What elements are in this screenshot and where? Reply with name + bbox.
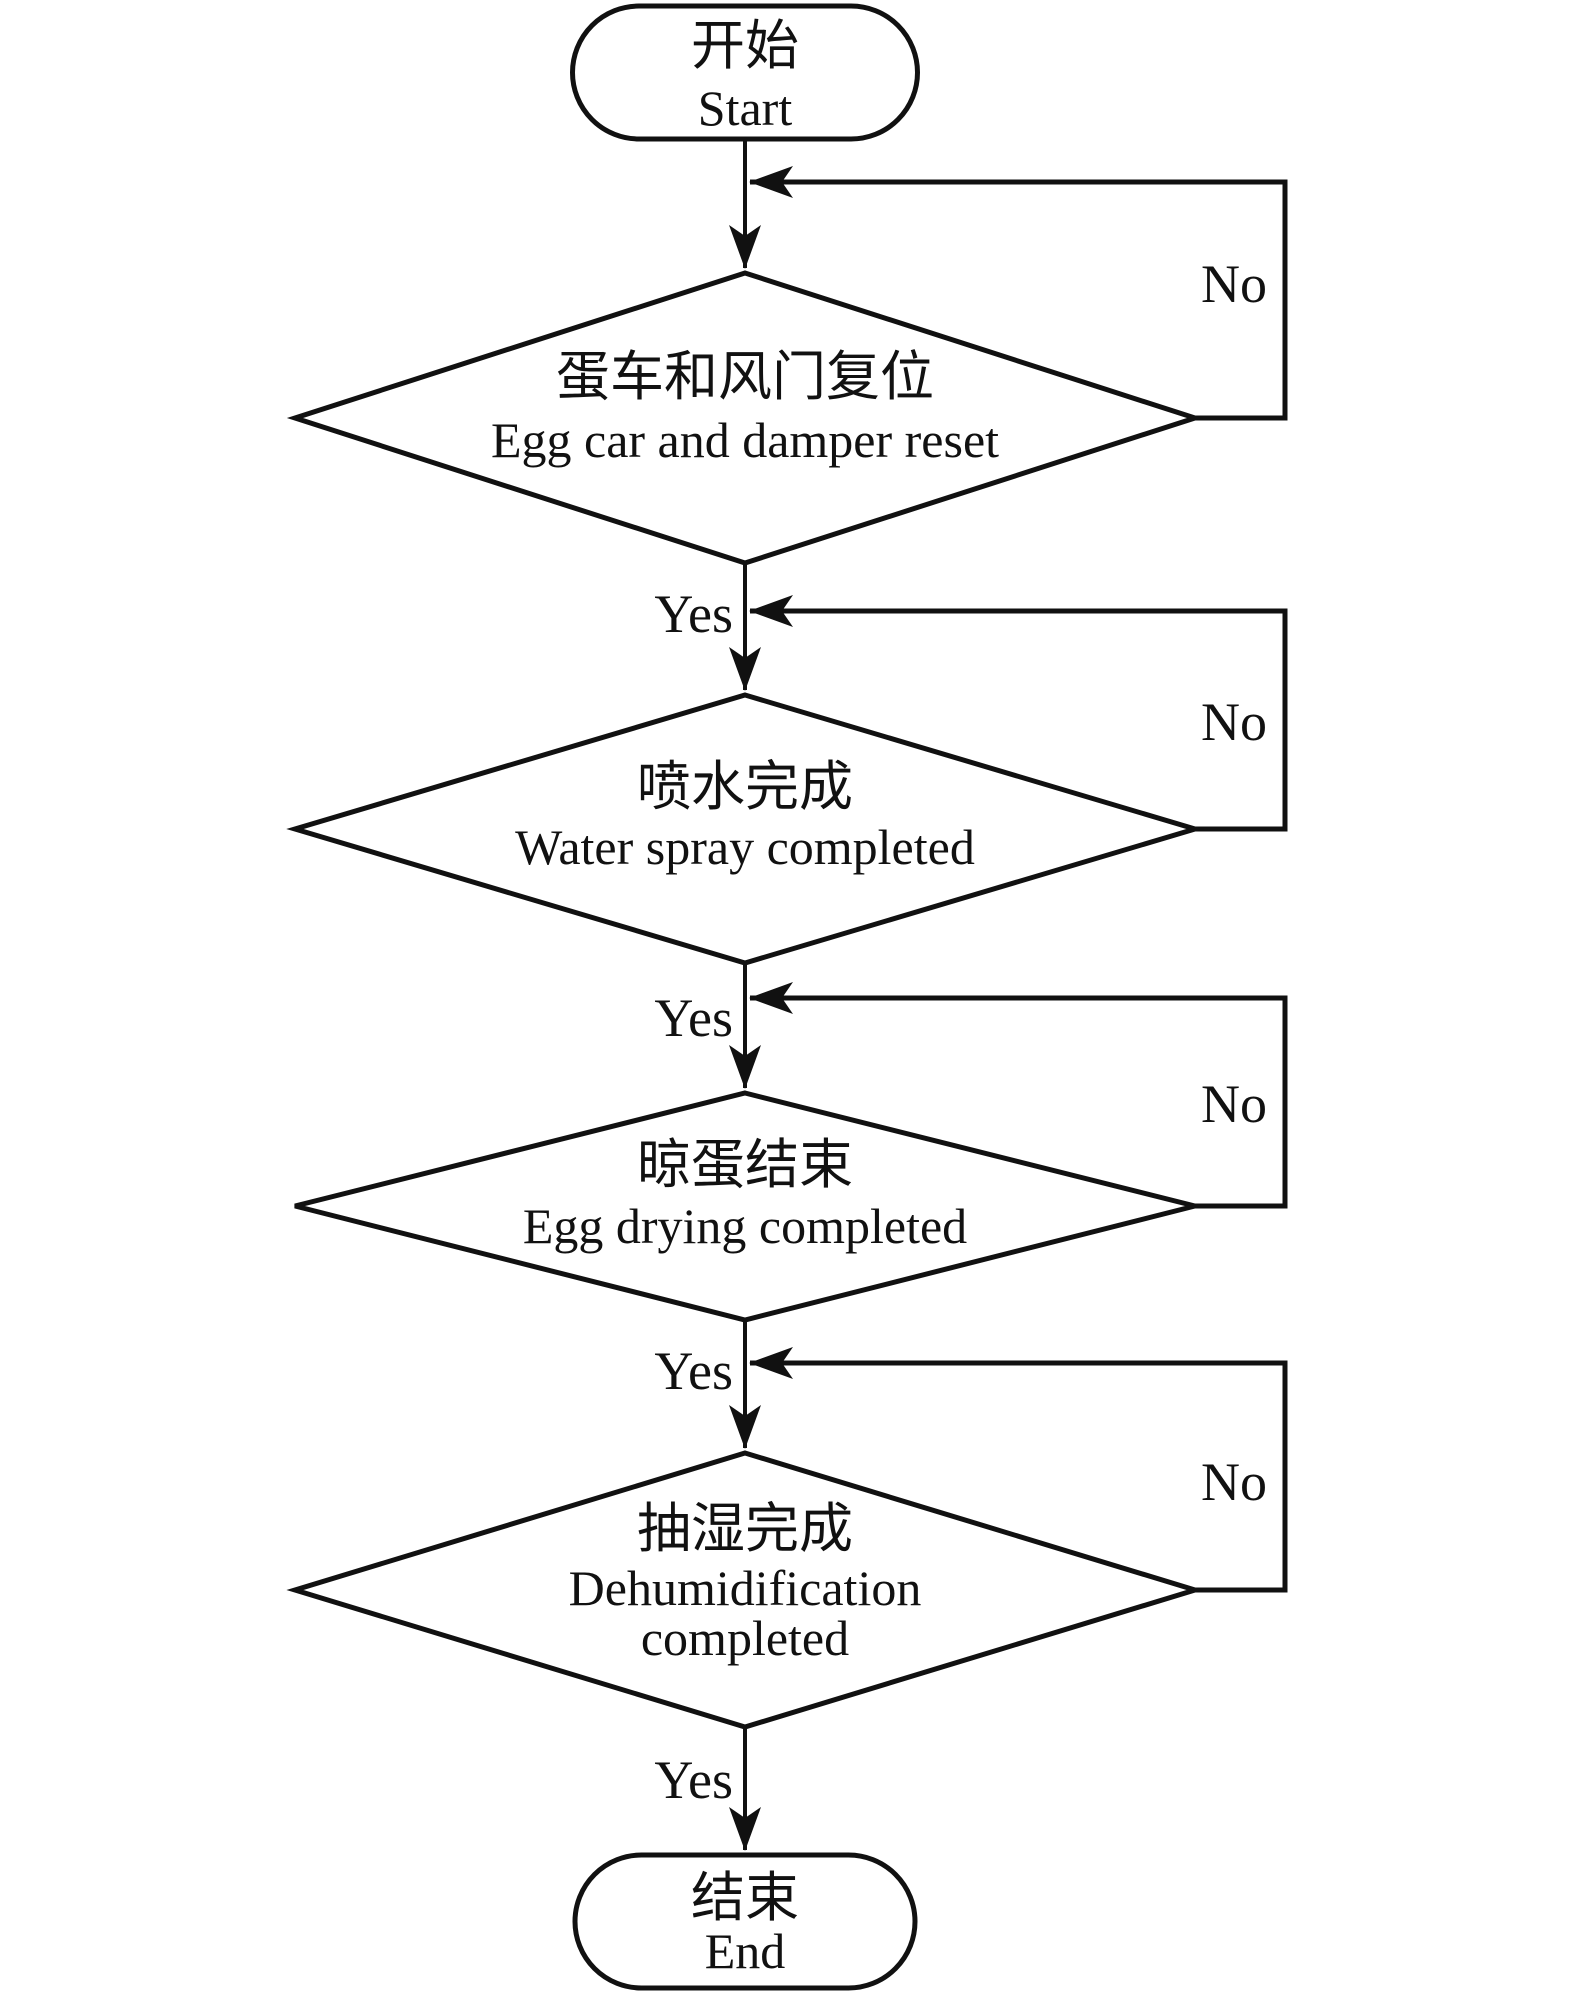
decision-2-yes-label: Yes	[654, 988, 733, 1048]
decision-2-water-spray-completed	[286, 692, 1204, 966]
start-label-zh: 开始	[691, 16, 799, 76]
decision-1-label-en: Egg car and damper reset	[491, 412, 999, 468]
decision-2-no-label: No	[1201, 692, 1267, 752]
start-terminator	[570, 3, 920, 142]
decision-4-label-zh: 抽湿完成	[637, 1499, 853, 1559]
decision-4-dehumidification-completed	[286, 1450, 1204, 1730]
decision-1-no-label: No	[1201, 254, 1267, 314]
decision-3-label-en: Egg drying completed	[523, 1198, 967, 1254]
no-loop-arrow-2	[749, 595, 1288, 832]
decision-3-no-label: No	[1201, 1074, 1267, 1134]
decision-3-label-zh: 晾蛋结束	[637, 1135, 853, 1195]
no-loop-arrow-3	[749, 982, 1288, 1209]
decision-4-yes-label: Yes	[654, 1750, 733, 1810]
start-label-en: Start	[698, 80, 793, 136]
decision-4-label-en-line1: Dehumidification	[569, 1560, 922, 1616]
decision-1-yes-label: Yes	[654, 584, 733, 644]
decision-3-yes-label: Yes	[654, 1341, 733, 1401]
end-label-en: End	[705, 1923, 786, 1979]
no-loop-arrow-1	[749, 166, 1288, 421]
no-loop-arrow-4	[749, 1347, 1288, 1593]
decision-3-egg-drying-completed	[294, 1090, 1196, 1323]
end-terminator	[572, 1852, 918, 1991]
decision-2-label-zh: 喷水完成	[637, 757, 853, 817]
end-label-zh: 结束	[691, 1868, 799, 1928]
decision-4-label-en-line2: completed	[641, 1610, 849, 1666]
decision-4-no-label: No	[1201, 1452, 1267, 1512]
decision-1-egg-car-damper-reset	[286, 270, 1204, 566]
decision-2-label-en: Water spray completed	[515, 819, 975, 875]
decision-1-label-zh: 蛋车和风门复位	[556, 347, 934, 407]
